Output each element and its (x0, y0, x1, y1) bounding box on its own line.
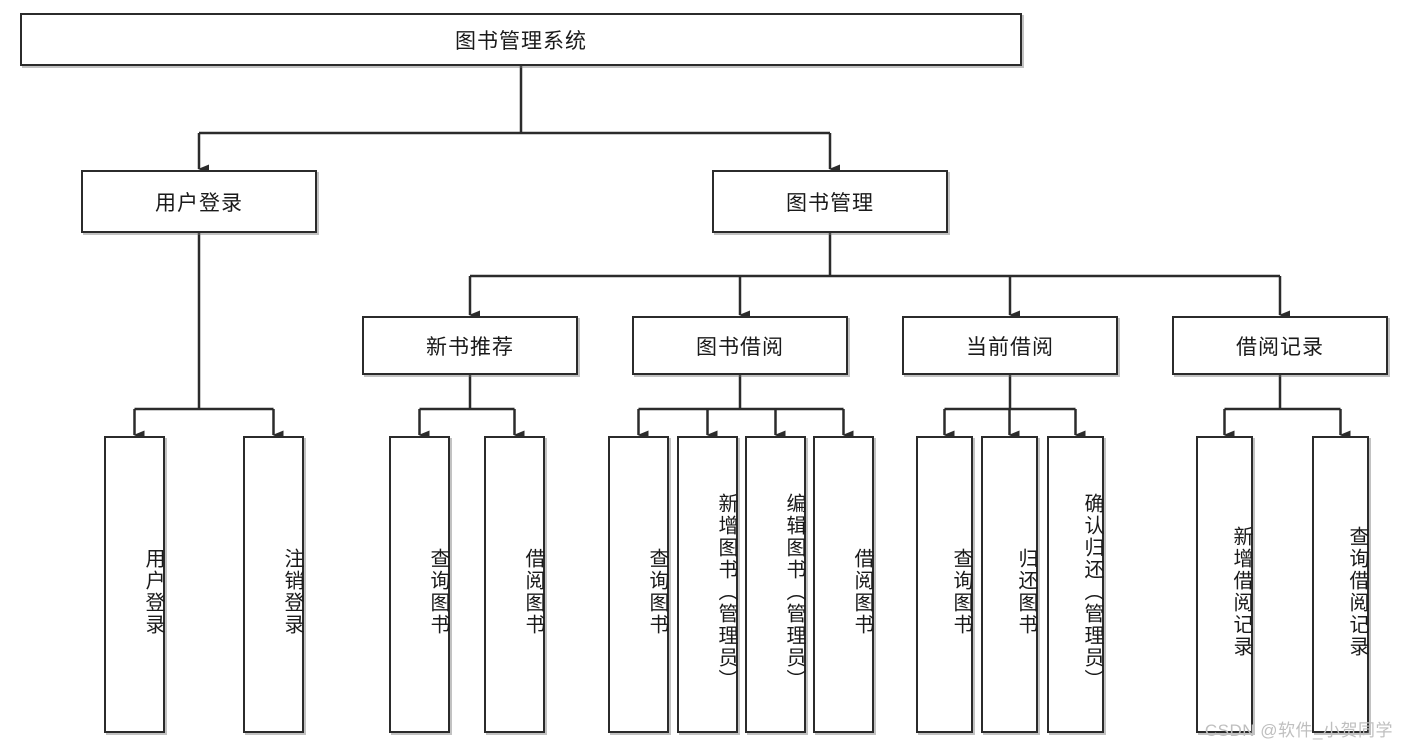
node-label: 新增图书（管理员） (715, 492, 737, 691)
node-label: 编辑图书（管理员） (783, 492, 805, 691)
node-leaf-confirm-return[interactable]: 确认归还（管理员） (1047, 436, 1104, 733)
node-current-borrow[interactable]: 当前借阅 (902, 316, 1118, 375)
csdn-watermark: CSDN @软件_小贺同学 (1204, 721, 1393, 740)
node-leaf-query-borrow-record[interactable]: 查询借阅记录 (1312, 436, 1369, 733)
node-label: 借阅记录 (1236, 335, 1324, 359)
node-root[interactable]: 图书管理系统 (20, 13, 1022, 66)
node-label: 借阅图书 (522, 547, 544, 636)
node-label: 用户登录 (155, 191, 243, 215)
node-leaf-logout[interactable]: 注销登录 (243, 436, 304, 733)
node-label: 当前借阅 (966, 335, 1054, 359)
node-leaf-edit-book[interactable]: 编辑图书（管理员） (745, 436, 806, 733)
node-book-borrow[interactable]: 图书借阅 (632, 316, 848, 375)
node-leaf-query-book-b[interactable]: 查询图书 (608, 436, 669, 733)
node-label: 借阅图书 (851, 547, 873, 636)
node-label: 查询图书 (427, 547, 449, 636)
node-leaf-borrow-book-b[interactable]: 借阅图书 (813, 436, 874, 733)
node-user-login[interactable]: 用户登录 (81, 170, 317, 233)
node-label: 图书管理系统 (455, 29, 587, 53)
node-label: 新增借阅记录 (1230, 525, 1252, 658)
node-leaf-add-borrow-record[interactable]: 新增借阅记录 (1196, 436, 1253, 733)
node-new-book-recommend[interactable]: 新书推荐 (362, 316, 578, 375)
node-borrow-record[interactable]: 借阅记录 (1172, 316, 1388, 375)
node-label: 图书借阅 (696, 335, 784, 359)
node-label: 查询图书 (646, 547, 668, 636)
node-label: 查询借阅记录 (1346, 525, 1368, 658)
node-label: 新书推荐 (426, 335, 514, 359)
node-label: 确认归还（管理员） (1081, 492, 1103, 691)
node-leaf-query-book-a[interactable]: 查询图书 (389, 436, 450, 733)
node-leaf-query-book-c[interactable]: 查询图书 (916, 436, 973, 733)
node-book-management[interactable]: 图书管理 (712, 170, 948, 233)
node-label: 查询图书 (950, 547, 972, 636)
node-leaf-add-book[interactable]: 新增图书（管理员） (677, 436, 738, 733)
node-leaf-user-login[interactable]: 用户登录 (104, 436, 165, 733)
node-leaf-return-book[interactable]: 归还图书 (981, 436, 1038, 733)
node-leaf-borrow-book-a[interactable]: 借阅图书 (484, 436, 545, 733)
node-label: 用户登录 (142, 547, 164, 636)
node-label: 注销登录 (281, 547, 303, 636)
node-label: 图书管理 (786, 191, 874, 215)
node-label: 归还图书 (1015, 547, 1037, 636)
